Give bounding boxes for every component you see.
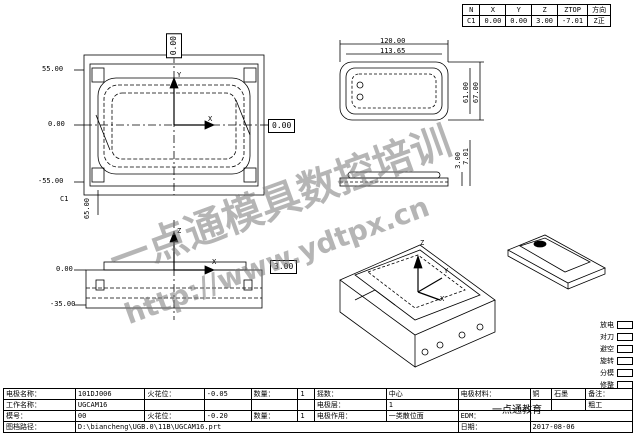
info-cell: 石墨 (551, 388, 587, 400)
axis-y-label: Y (177, 71, 182, 79)
iso-axis-x: X (440, 295, 445, 303)
company-name: 一点通教育 (492, 405, 542, 416)
dim-height-inner: 61.00 (462, 82, 470, 104)
electrode-iso (507, 234, 606, 290)
info-cell: 1 (297, 410, 315, 422)
info-cell: D:\biancheng\UGB.0\11B\UGCAM16.prt (74, 421, 459, 433)
info-cell: 电极材料： (457, 388, 531, 400)
axis-x-label-front: X (212, 258, 217, 266)
info-cell: 101DJ006 (74, 388, 146, 400)
info-cell: 电极作用： (313, 410, 387, 422)
dim-y-bottom: -55.00 (38, 177, 64, 185)
iso-axis-y: Y (444, 267, 449, 275)
info-cell: 中心 (385, 388, 459, 400)
coord-cell: -7.01 (557, 15, 589, 27)
info-cell (529, 410, 634, 422)
info-cell: 数量： (250, 388, 299, 400)
info-cell: UGCAM16 (74, 399, 146, 411)
info-cell: 铜 (529, 388, 553, 400)
axis-z-label: Z (177, 227, 182, 235)
info-cell: 00 (74, 410, 146, 422)
part-side-view (339, 171, 449, 187)
info-cell: -0.05 (203, 388, 252, 400)
coordinate-table: N X Y Z ZTOP 方向 C1 0.00 0.00 3.00 -7.01 … (461, 4, 612, 27)
info-cell: 电极名称： (3, 388, 76, 400)
info-cell (297, 399, 315, 411)
info-cell: 备注： (585, 388, 633, 400)
info-cell (551, 399, 587, 411)
legend-item: 对刀 (600, 332, 633, 342)
info-cell: 1 (385, 399, 459, 411)
legend-item: 放电 (600, 320, 633, 330)
legend-item: 分模 (600, 368, 633, 378)
legend-item: 避空 (600, 344, 633, 354)
info-cell: 电极层： (313, 399, 387, 411)
info-cell (250, 399, 299, 411)
info-cell (203, 399, 252, 411)
info-cell (144, 399, 205, 411)
dim-y-center: 0.00 (48, 120, 65, 128)
dim-z-bottom: -35.00 (50, 300, 76, 308)
info-cell: 模号： (3, 410, 76, 422)
dim-thickness-2: 7.01 (462, 148, 470, 165)
legend-item: 旋转 (600, 356, 633, 366)
dim-width-inner: 113.65 (380, 47, 406, 55)
z-coordinate-box: 3.00 (270, 260, 298, 274)
coord-cell: C1 (461, 15, 481, 27)
info-cell: 1 (297, 388, 315, 400)
info-cell: 一类散位面 (385, 410, 459, 422)
corner-label: C1 (60, 195, 69, 203)
title-block: 电极名称： 101DJ006 火花位： -0.05 数量： 1 摇数： 中心 电… (3, 388, 634, 433)
info-cell: 火花位： (144, 410, 205, 422)
dim-width-outer: 120.00 (380, 37, 406, 45)
info-cell: 日期： (457, 421, 531, 433)
coord-cell: Z正 (587, 15, 612, 27)
info-cell: 摇数： (313, 388, 387, 400)
isometric-assembly (339, 244, 496, 368)
coord-cell: 0.00 (479, 15, 507, 27)
info-cell: 火花位： (144, 388, 205, 400)
iso-axis-z: Z (420, 239, 425, 247)
x-coordinate-box: 0.00 (268, 119, 296, 133)
info-cell: 图档路径： (3, 421, 76, 433)
info-cell: -0.20 (203, 410, 252, 422)
info-cell: 数量： (250, 410, 299, 422)
dim-height-outer: 67.00 (472, 82, 480, 104)
info-cell: 工作名称： (3, 399, 76, 411)
dim-65: 65.00 (83, 198, 91, 220)
dim-z-top: 0.00 (56, 265, 73, 273)
dim-y-top: 55.00 (42, 65, 64, 73)
axis-x-label: X (208, 115, 213, 123)
y-coordinate-box: 0.00 (166, 33, 182, 59)
info-cell: 粗工 (585, 399, 633, 411)
part-top-view (339, 61, 449, 121)
info-cell: 2017-08-06 (529, 421, 634, 433)
